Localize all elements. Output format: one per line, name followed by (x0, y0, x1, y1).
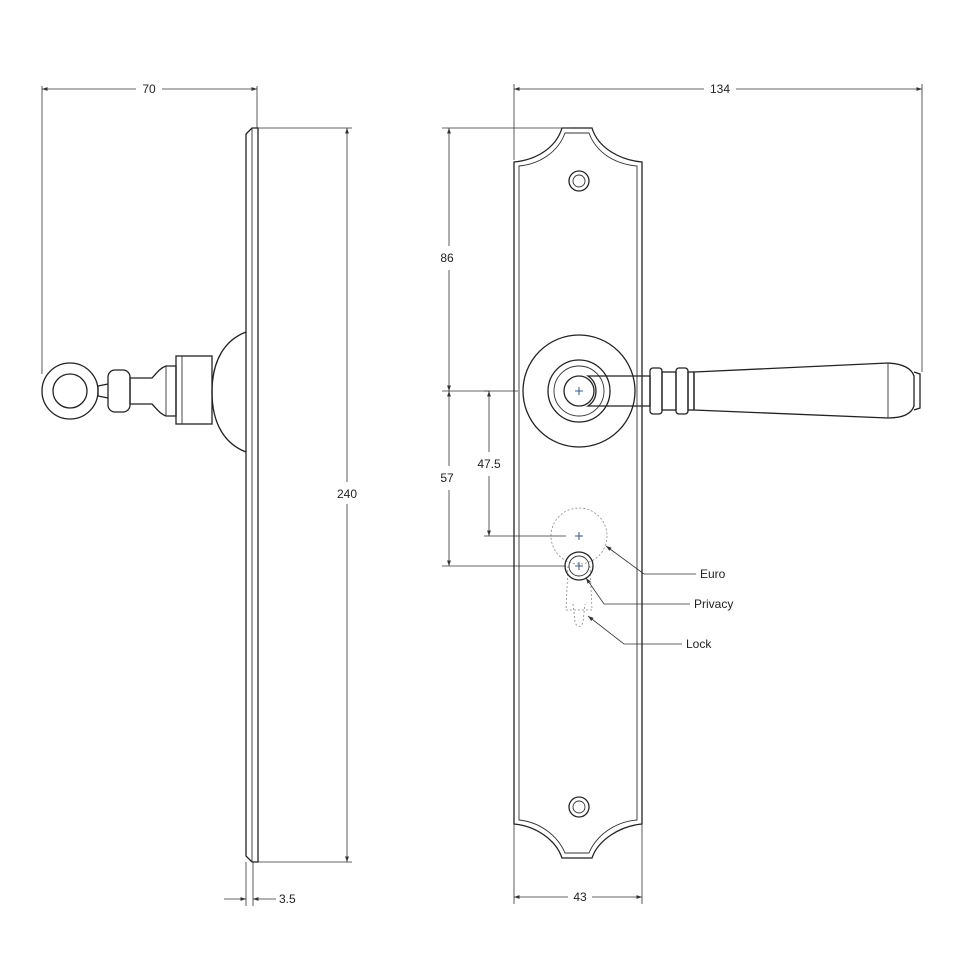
dim-plate-width: 43 (513, 824, 643, 904)
front-rose (522, 334, 636, 448)
front-lever-end-cap (913, 371, 921, 411)
dim-plate-width-label: 43 (573, 890, 587, 904)
side-neck (175, 355, 213, 425)
callout-lock: Lock (587, 615, 712, 651)
privacy-outline (565, 565, 593, 611)
dim-side-depth: 70 (41, 82, 258, 374)
dim-backplate-thickness-label: 3.5 (279, 892, 296, 906)
front-lever-arm (585, 375, 651, 407)
handle-center-mark (575, 387, 583, 395)
side-lever-body (129, 365, 177, 417)
dim-overall-width-label: 134 (710, 82, 730, 96)
bottom-screw-hole (568, 796, 590, 818)
side-view: 70 240 3.5 (41, 82, 357, 906)
dim-handle-to-lock-label: 47.5 (477, 457, 501, 471)
callout-privacy: Privacy (585, 577, 733, 611)
lock-keyhole-outline (572, 603, 586, 627)
front-backplate (513, 127, 643, 859)
side-rose (211, 331, 247, 453)
dim-overall-height-label: 240 (337, 487, 357, 501)
front-backplate-bevel (518, 132, 638, 854)
front-lever-collar (649, 367, 663, 415)
side-lever-ring (41, 362, 99, 420)
callout-euro-label: Euro (700, 567, 726, 581)
callout-privacy-label: Privacy (694, 597, 733, 611)
dim-side-depth-label: 70 (142, 82, 156, 96)
dim-handle-to-euro-label: 57 (440, 471, 454, 485)
dim-handle-to-lock: 47.5 (477, 390, 566, 537)
dim-overall-width: 134 (513, 82, 923, 372)
dim-handle-to-top: 86 (440, 127, 570, 392)
front-lever-grip (693, 362, 915, 419)
lock-center-mark (575, 562, 583, 570)
euro-cylinder-outline (550, 507, 608, 565)
dim-handle-to-euro: 57 (440, 391, 566, 567)
side-lever-bead (107, 369, 131, 413)
dim-backplate-thickness: 3.5 (224, 862, 296, 906)
top-screw-hole (568, 170, 590, 192)
callout-lock-label: Lock (686, 637, 712, 651)
callout-euro: Euro (605, 545, 726, 581)
front-view: 134 43 86 57 (440, 82, 923, 904)
dim-overall-height: 240 (258, 127, 357, 863)
euro-center-mark (575, 532, 583, 540)
dim-handle-to-top-label: 86 (440, 251, 454, 265)
